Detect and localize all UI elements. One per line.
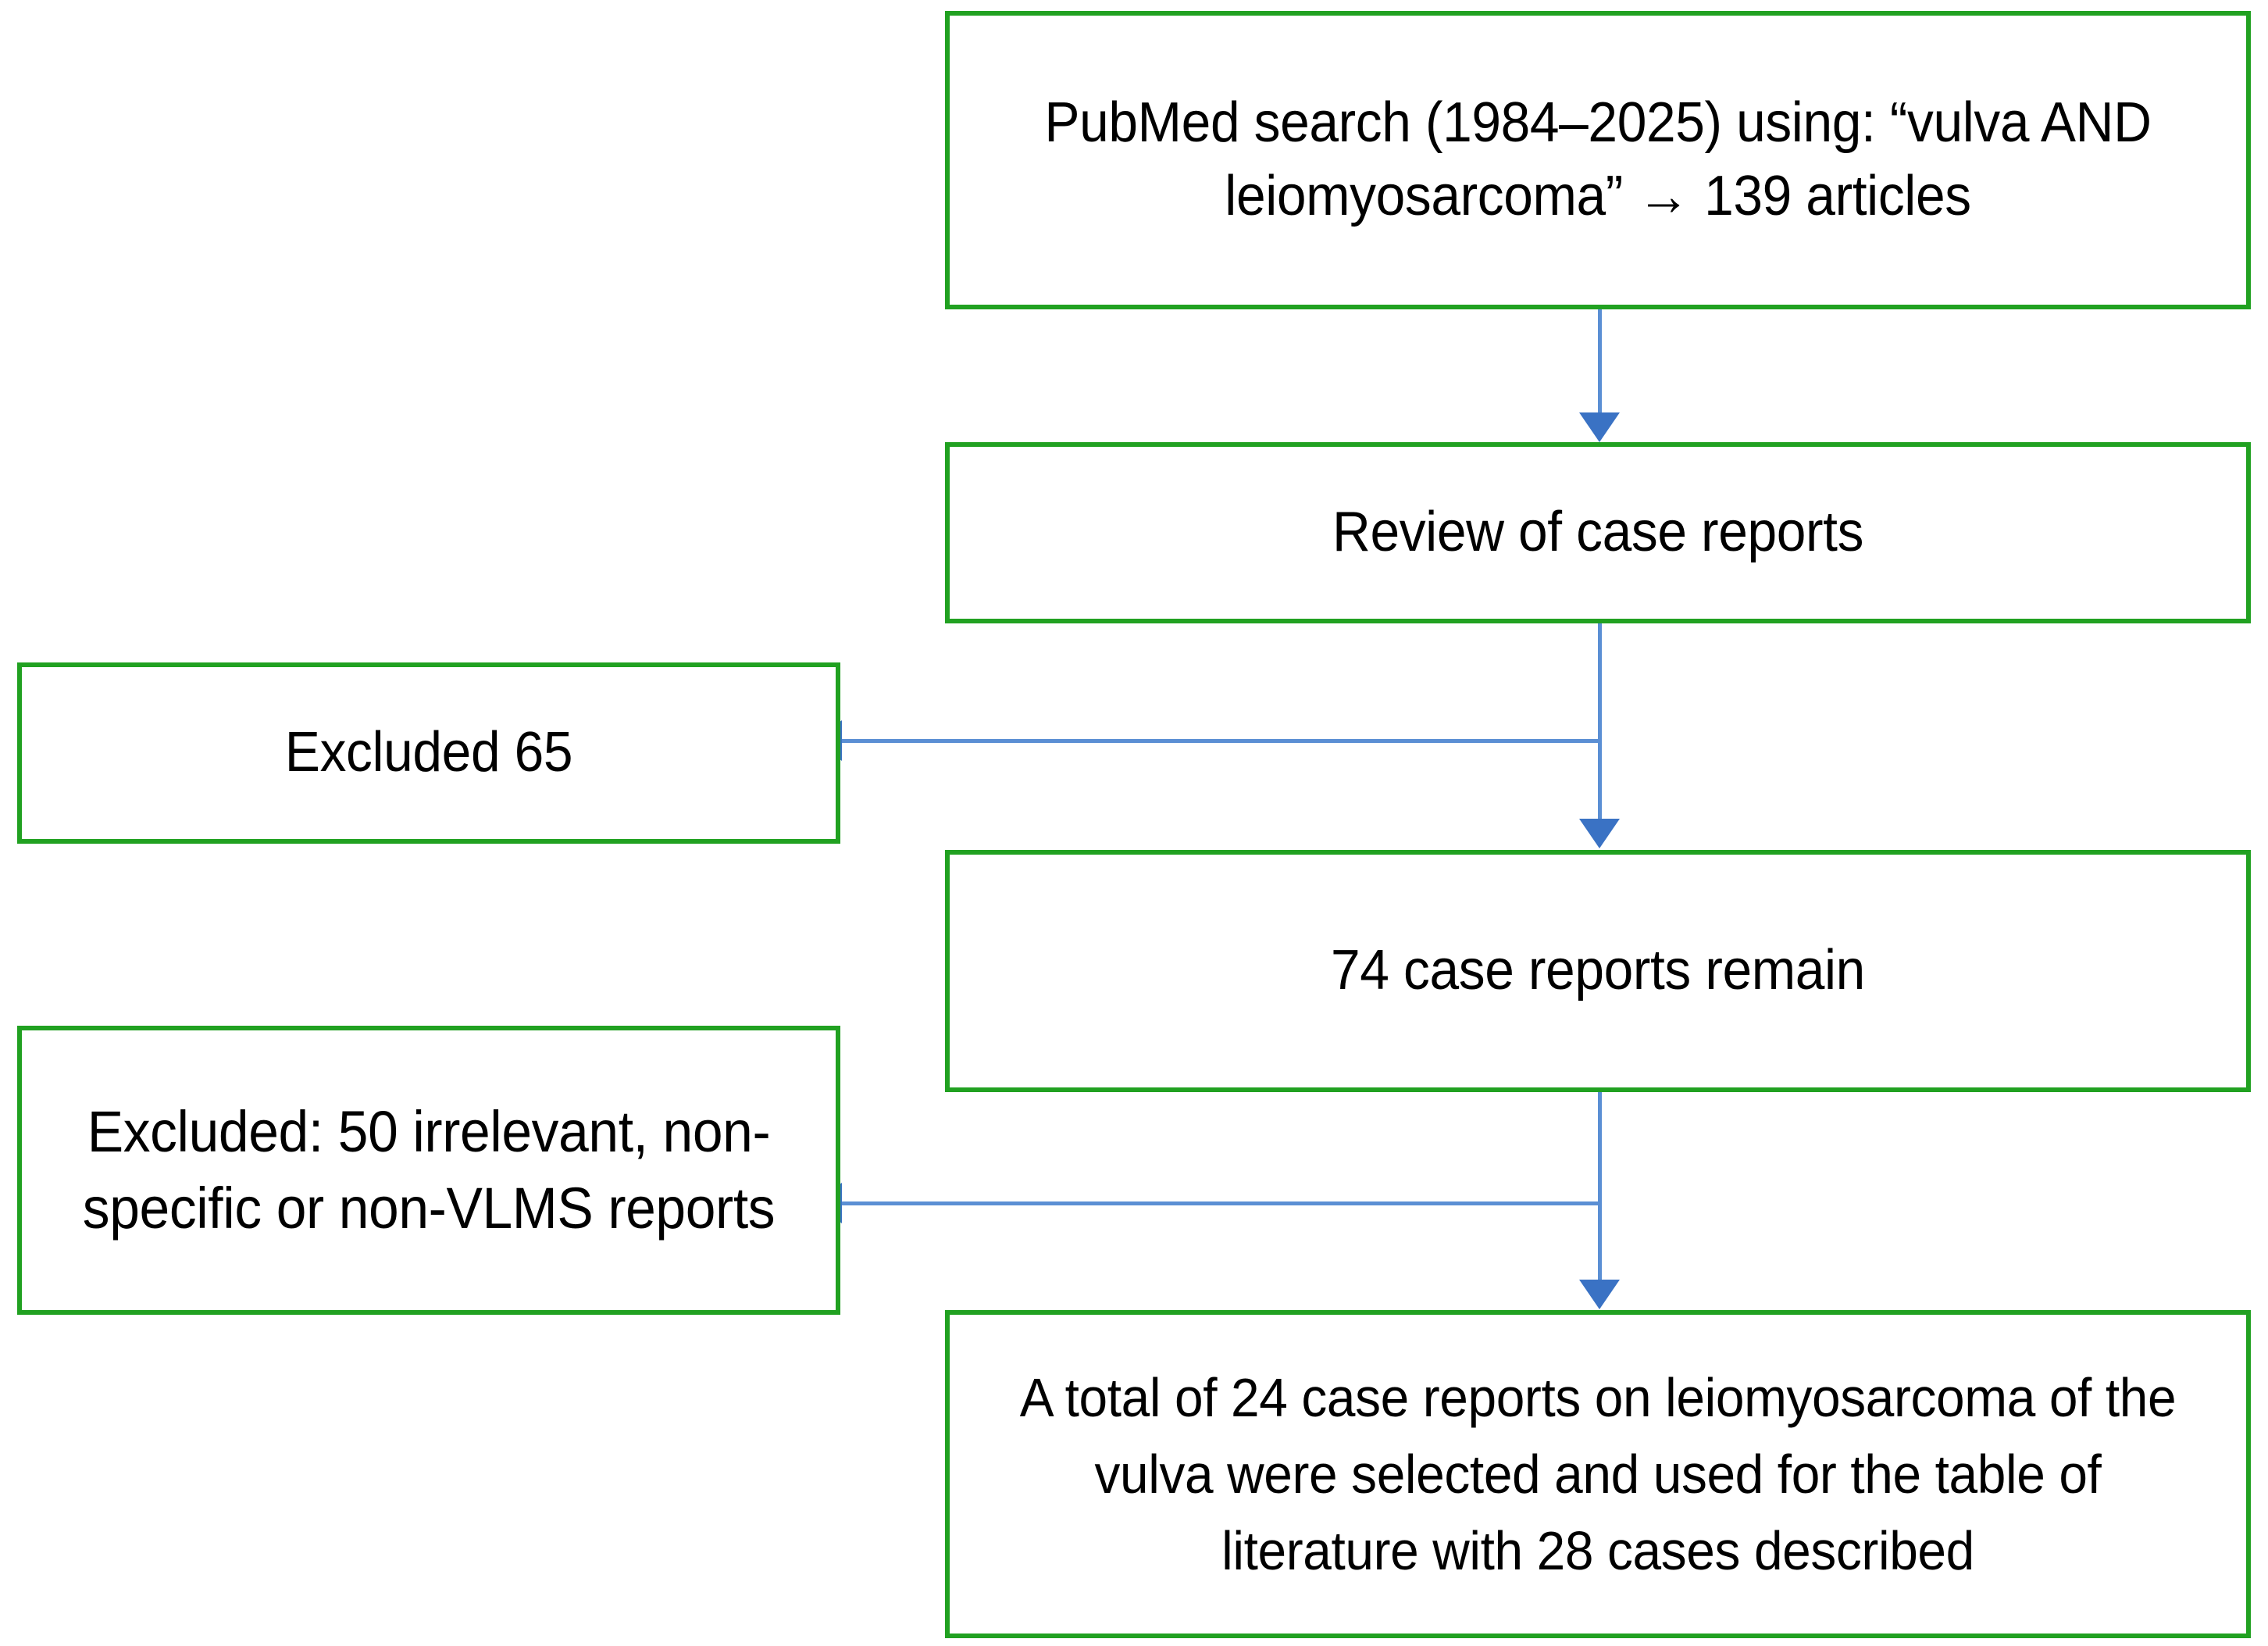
connector-search-to-review-arrowhead — [1579, 412, 1620, 442]
connector-review-to-excluded65-line — [840, 739, 1599, 743]
connector-search-to-review-line — [1598, 309, 1602, 414]
connector-review-to-remain74-line — [1598, 623, 1602, 820]
flow-node-excluded-50-irrelevant-label: Excluded: 50 irrelevant, non-specific or… — [82, 1099, 776, 1241]
connector-review-to-remain74-arrowhead — [1579, 819, 1620, 848]
flow-node-case-reports-remain: 74 case reports remain — [945, 850, 2251, 1092]
flow-node-case-reports-remain-label: 74 case reports remain — [1331, 939, 1865, 1002]
flow-node-pubmed-search-label: PubMed search (1984–2025) using: “vulva … — [1044, 91, 2152, 227]
flow-node-review-of-case-reports: Review of case reports — [945, 442, 2251, 623]
flow-node-pubmed-search: PubMed search (1984–2025) using: “vulva … — [945, 11, 2251, 309]
flow-node-total-24-selected: A total of 24 case reports on leiomyosar… — [945, 1310, 2251, 1638]
flow-node-review-of-case-reports-label: Review of case reports — [1332, 501, 1864, 564]
flow-node-excluded-65: Excluded 65 — [17, 662, 840, 844]
flow-node-excluded-65-label: Excluded 65 — [284, 721, 573, 784]
connector-remain74-to-total24-line — [1598, 1092, 1602, 1281]
connector-remain74-to-total24-arrowhead — [1579, 1280, 1620, 1309]
connector-remain74-to-excluded50-line — [840, 1201, 1599, 1205]
flow-node-excluded-50-irrelevant: Excluded: 50 irrelevant, non-specific or… — [17, 1026, 840, 1315]
flow-node-total-24-selected-label: A total of 24 case reports on leiomyosar… — [1019, 1367, 2177, 1581]
